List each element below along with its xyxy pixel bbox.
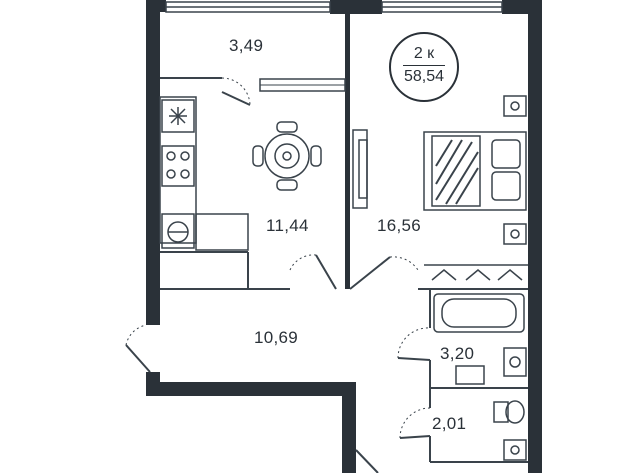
bed-hatch <box>435 139 479 205</box>
bedroom-furniture <box>352 95 527 461</box>
walls <box>146 0 542 473</box>
windows <box>165 1 503 13</box>
interior-lines <box>125 77 528 473</box>
room-area-bathroom: 3,20 <box>440 344 475 363</box>
room-area-hallway: 10,69 <box>254 328 299 347</box>
apartment-total-area: 58,54 <box>403 68 445 85</box>
dining-table <box>252 121 322 191</box>
apartment-rooms: 2 к <box>413 45 435 62</box>
badge-divider <box>403 65 445 66</box>
room-area-balcony: 3,49 <box>229 36 264 55</box>
room-area-kitchen: 11,44 <box>266 216 309 235</box>
apartment-badge: 2 к 58,54 <box>389 32 459 102</box>
kitchen-furniture <box>159 96 249 251</box>
room-area-toilet: 2,01 <box>432 414 467 433</box>
room-area-bedroom: 16,56 <box>377 216 422 235</box>
